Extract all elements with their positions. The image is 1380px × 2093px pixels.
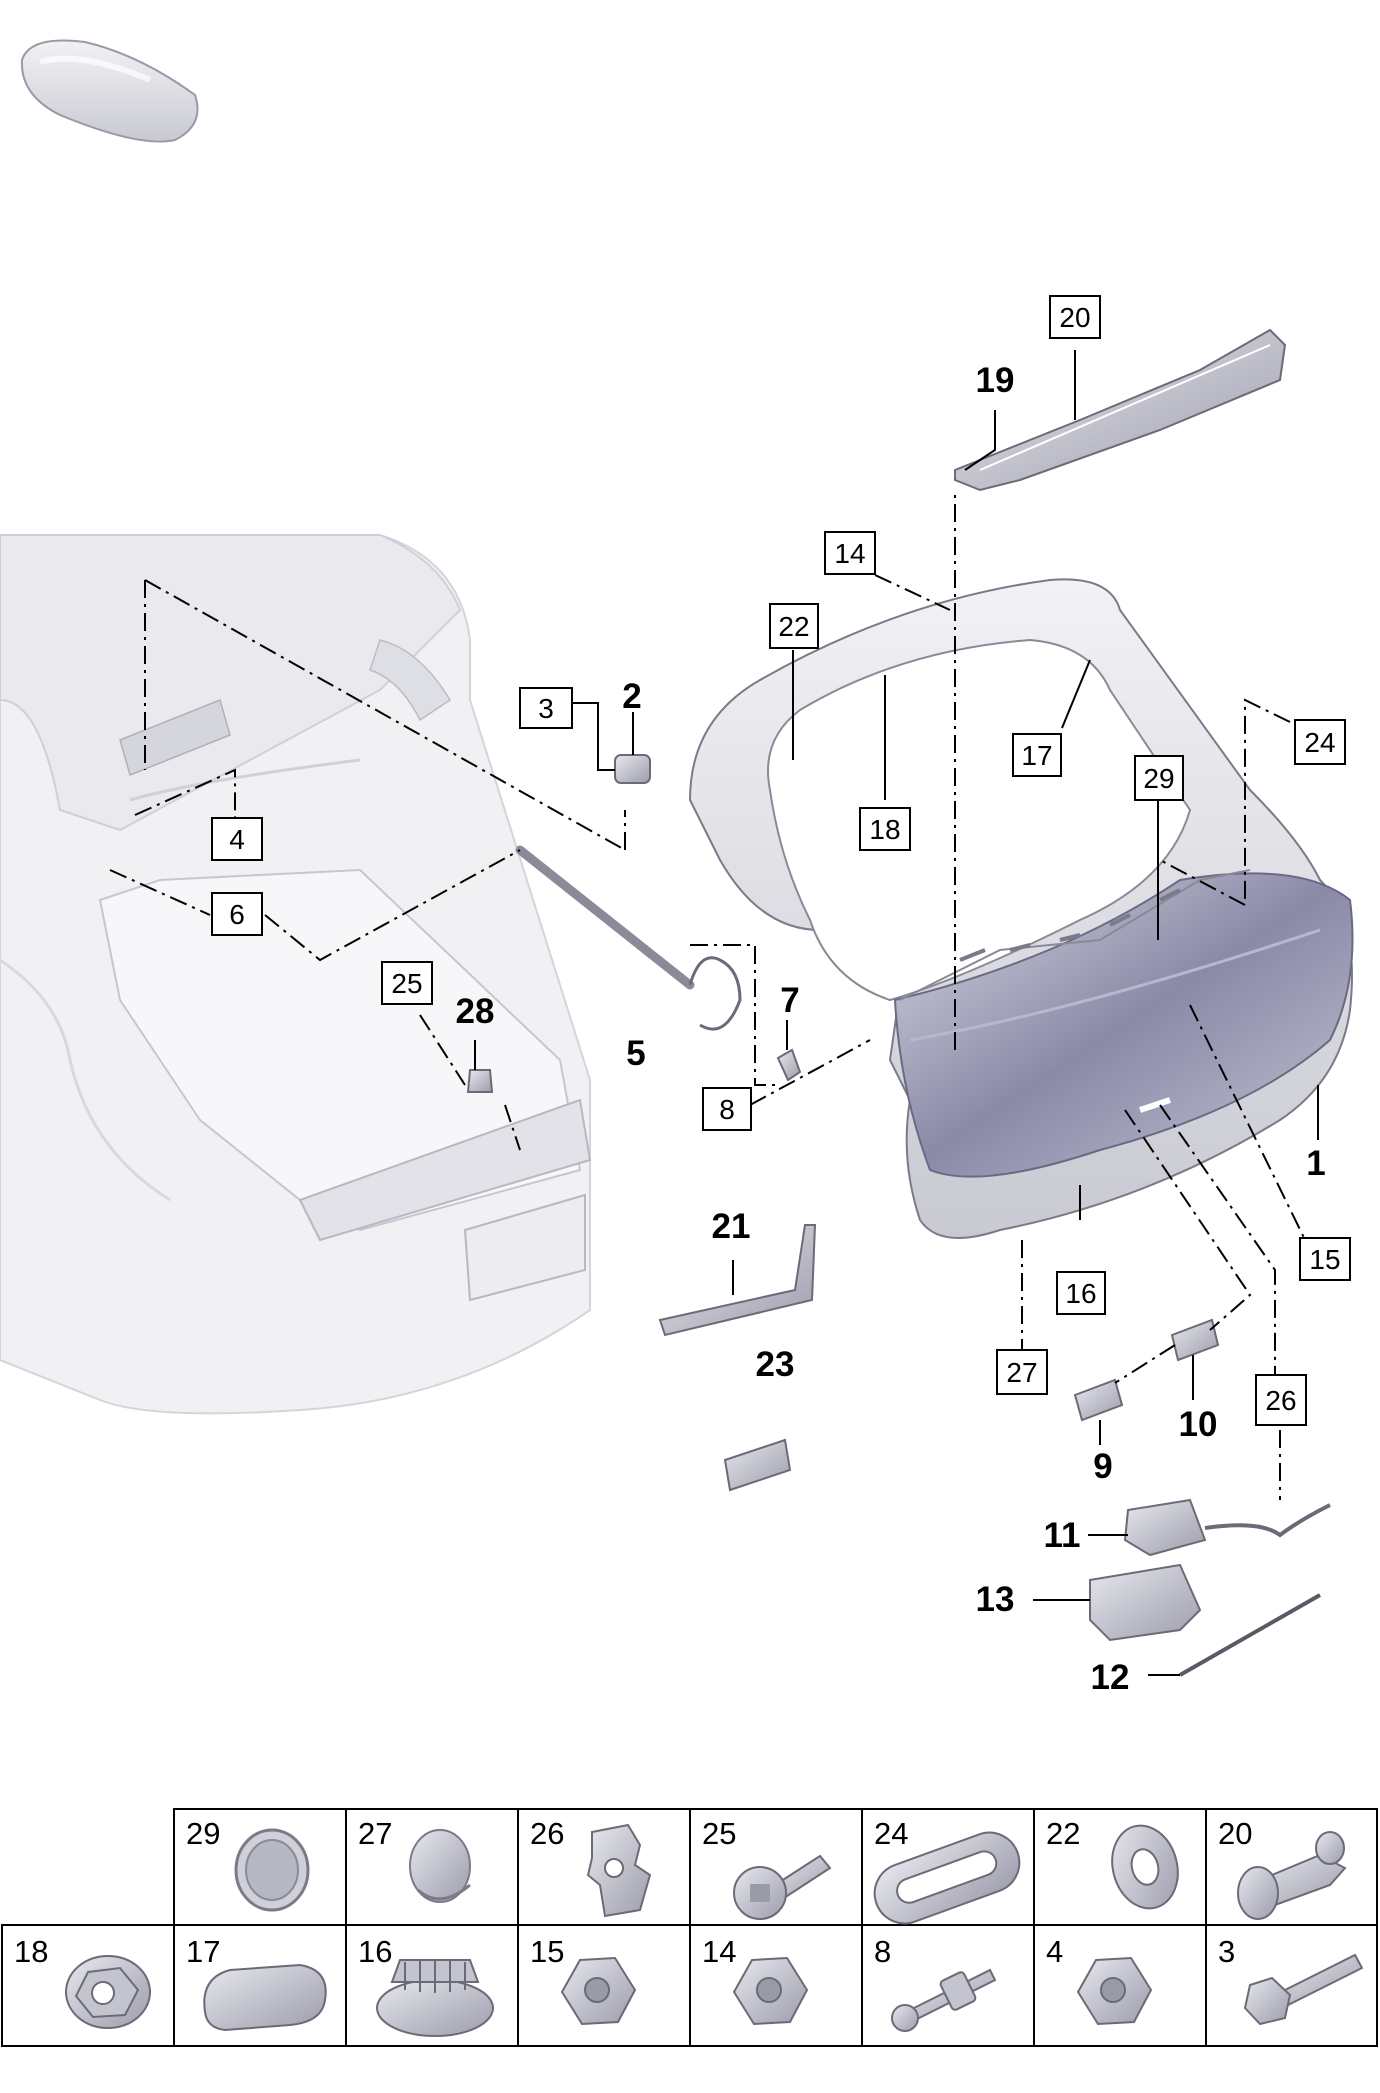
legend-num-18: 18 xyxy=(14,1934,48,1969)
pad-part-23 xyxy=(723,1438,792,1492)
callout-26: 26 xyxy=(1255,1374,1307,1426)
expansion-rivet-icon xyxy=(1237,1831,1347,1920)
legend-num-8: 8 xyxy=(874,1934,891,1969)
slotted-grommet-icon xyxy=(873,1831,1021,1925)
label-9: 9 xyxy=(1093,1447,1112,1486)
svg-text:27: 27 xyxy=(1006,1357,1037,1388)
callout-17: 17 xyxy=(1012,733,1062,777)
svg-text:15: 15 xyxy=(1309,1244,1340,1275)
trim-strip-part-21 xyxy=(658,1224,817,1337)
callout-25: 25 xyxy=(381,961,433,1005)
fastener-legend-table: 29 27 26 25 24 22 20 18 17 16 15 14 8 4 … xyxy=(1,1808,1378,2047)
cage-nut-icon xyxy=(376,1959,494,2037)
hex-bolt-icon xyxy=(1243,1953,1364,2026)
ring-grommet-icon xyxy=(1111,1824,1179,1910)
rubber-pad-icon xyxy=(203,1963,327,2032)
label-19: 19 xyxy=(976,361,1015,400)
label-5: 5 xyxy=(626,1034,645,1073)
legend-num-16: 16 xyxy=(358,1934,392,1969)
legend-num-17: 17 xyxy=(186,1934,220,1969)
flange-nut-icon xyxy=(65,1955,151,2029)
svg-text:18: 18 xyxy=(869,814,900,845)
callout-8: 8 xyxy=(702,1087,752,1131)
svg-text:26: 26 xyxy=(1265,1385,1296,1416)
legend-num-3: 3 xyxy=(1218,1934,1235,1969)
legend-num-4: 4 xyxy=(1046,1934,1063,1969)
svg-text:24: 24 xyxy=(1304,727,1335,758)
svg-text:22: 22 xyxy=(778,611,809,642)
tailgate-assembly xyxy=(688,578,1354,1239)
label-13: 13 xyxy=(976,1580,1015,1619)
callout-3: 3 xyxy=(519,687,573,729)
lock-part-11 xyxy=(1123,1498,1331,1557)
callout-16: 16 xyxy=(1056,1271,1106,1315)
legend-num-24: 24 xyxy=(874,1816,908,1851)
label-2: 2 xyxy=(622,677,641,716)
bracket-part-7 xyxy=(776,1048,802,1082)
ball-stud-icon xyxy=(891,1968,997,2032)
grommet-plug-icon xyxy=(234,1828,310,1912)
label-23: 23 xyxy=(756,1345,795,1384)
spoiler-part-19 xyxy=(954,328,1287,492)
switch-part-10 xyxy=(1170,1318,1220,1362)
dome-plug-icon xyxy=(409,1829,471,1903)
legend-num-25: 25 xyxy=(702,1816,736,1851)
striker-part-28 xyxy=(466,1069,494,1093)
legend-num-15: 15 xyxy=(530,1934,564,1969)
hex-nut-icon xyxy=(732,1956,809,2026)
callout-6: 6 xyxy=(211,892,263,936)
label-10: 10 xyxy=(1179,1405,1218,1444)
svg-text:25: 25 xyxy=(391,968,422,999)
label-12: 12 xyxy=(1091,1658,1130,1697)
switch-part-9 xyxy=(1073,1378,1124,1422)
car-silhouette-icon xyxy=(20,39,199,143)
svg-text:8: 8 xyxy=(719,1094,735,1125)
svg-text:16: 16 xyxy=(1065,1278,1096,1309)
label-28: 28 xyxy=(456,992,495,1031)
gas-strut-part-5 xyxy=(515,845,742,1031)
cable-part-12 xyxy=(1179,1593,1321,1677)
label-21: 21 xyxy=(712,1207,751,1246)
callout-15: 15 xyxy=(1299,1237,1351,1281)
label-11: 11 xyxy=(1044,1516,1081,1555)
callout-20: 20 xyxy=(1049,295,1101,339)
label-7: 7 xyxy=(780,981,799,1020)
callout-27: 27 xyxy=(996,1349,1048,1395)
hex-nut-icon xyxy=(1076,1956,1153,2026)
legend-num-20: 20 xyxy=(1218,1816,1252,1851)
svg-text:6: 6 xyxy=(229,899,245,930)
label-1: 1 xyxy=(1306,1144,1325,1183)
torx-bolt-icon xyxy=(733,1854,832,1920)
callout-29: 29 xyxy=(1134,755,1184,801)
svg-text:20: 20 xyxy=(1059,302,1090,333)
svg-text:17: 17 xyxy=(1021,740,1052,771)
callout-14: 14 xyxy=(824,531,876,575)
legend-num-29: 29 xyxy=(186,1816,220,1851)
callout-18: 18 xyxy=(859,807,911,851)
cable-clip-icon xyxy=(586,1823,652,1918)
legend-num-27: 27 xyxy=(358,1816,392,1851)
svg-text:14: 14 xyxy=(834,538,865,569)
callout-24: 24 xyxy=(1294,719,1346,765)
motor-part-13 xyxy=(1089,1563,1202,1642)
callout-22: 22 xyxy=(769,603,819,649)
legend-num-22: 22 xyxy=(1046,1816,1080,1851)
leader-lines xyxy=(109,350,1319,1676)
svg-text:29: 29 xyxy=(1143,763,1174,794)
callout-4: 4 xyxy=(211,817,263,861)
bump-stop-part-2 xyxy=(614,754,651,784)
svg-text:4: 4 xyxy=(229,824,245,855)
svg-text:3: 3 xyxy=(538,693,554,724)
legend-num-26: 26 xyxy=(530,1816,564,1851)
vehicle-rear-body xyxy=(0,534,592,1415)
hex-nut-icon xyxy=(560,1956,637,2026)
legend-num-14: 14 xyxy=(702,1934,736,1969)
